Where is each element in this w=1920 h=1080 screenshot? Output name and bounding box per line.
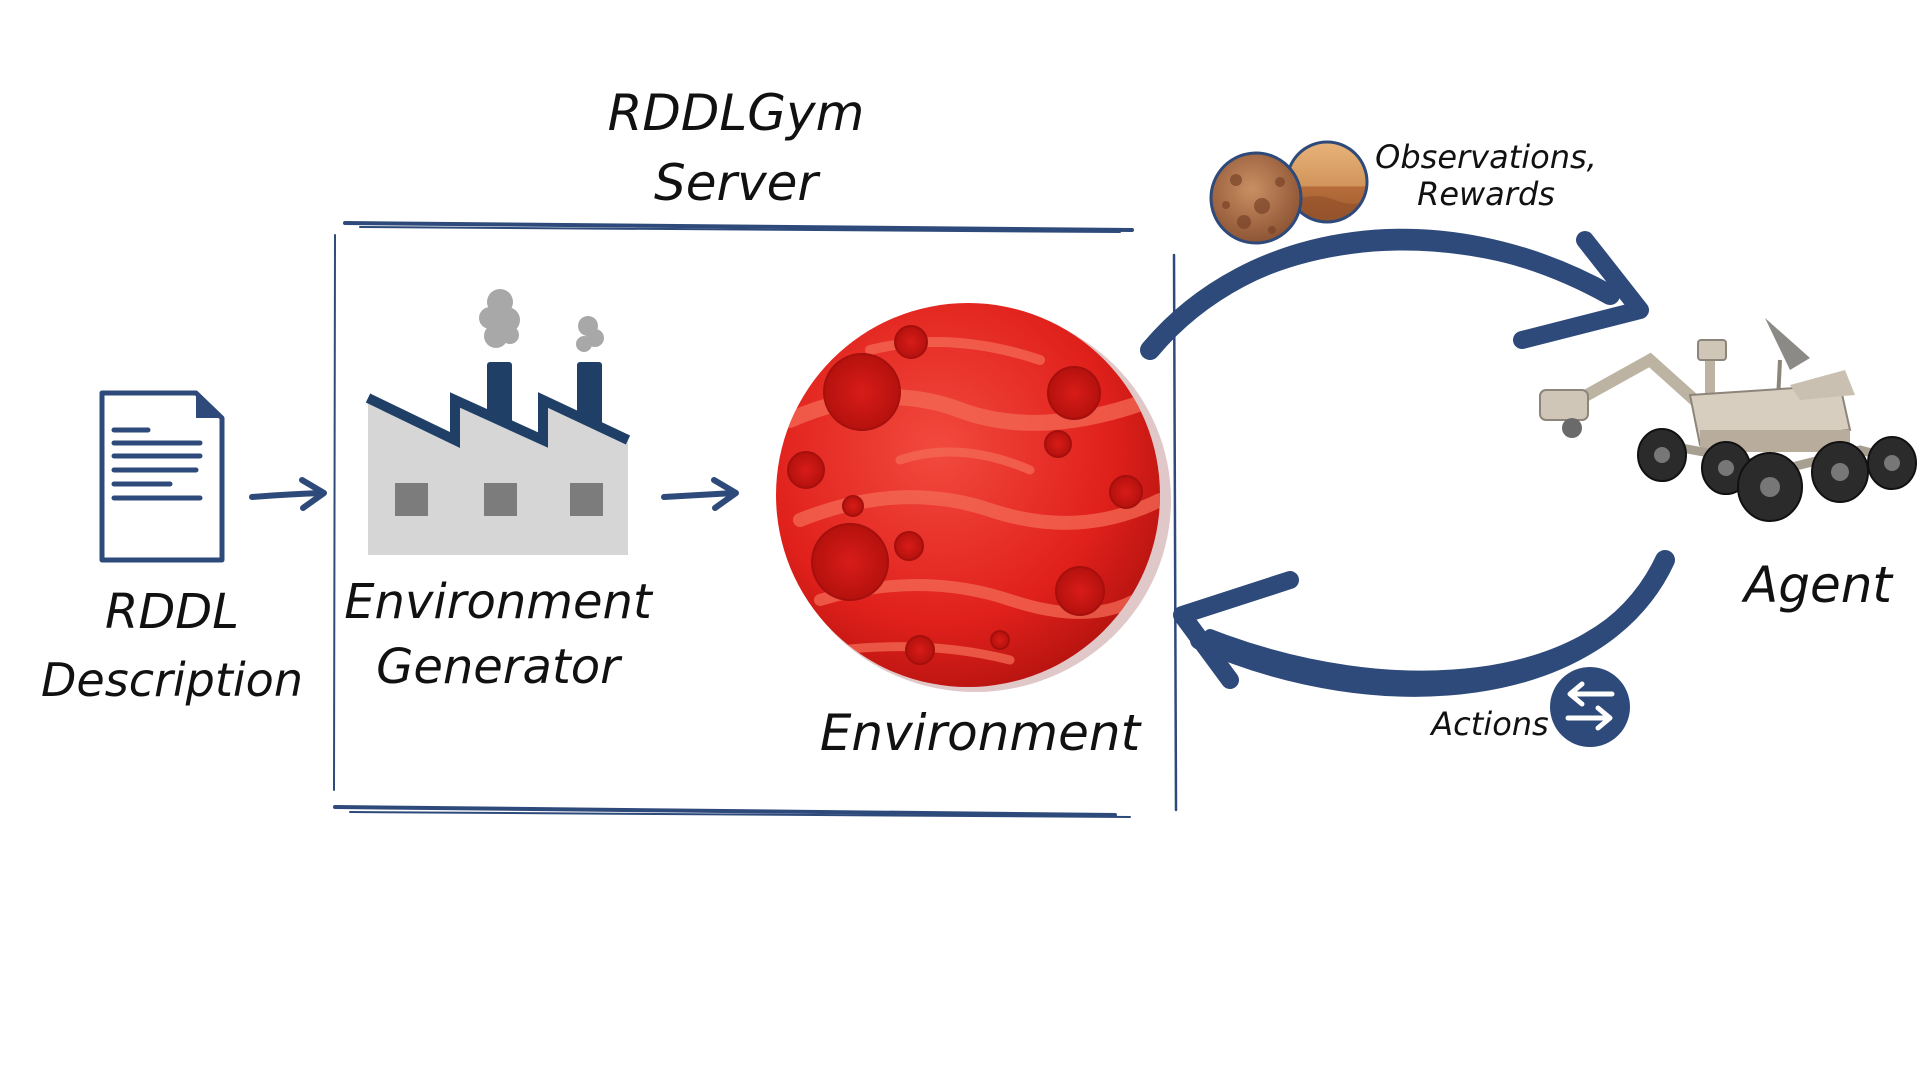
environment-generator-node: Environment Generator — [344, 289, 654, 695]
document-icon — [99, 390, 225, 563]
observations-rewards-label: Observations, Rewards — [1375, 138, 1597, 213]
rddl-description-node: RDDL Description — [41, 390, 303, 707]
environment-label: Environment — [820, 704, 1143, 762]
observation-thumbnails — [1209, 140, 1369, 245]
rover-icon — [1539, 318, 1917, 522]
environment-generator-line1: Environment — [344, 574, 654, 630]
actions-label: Actions — [1429, 705, 1548, 743]
factory-icon — [365, 289, 631, 555]
planet-surface-thumbnail-1 — [1209, 151, 1303, 245]
agent-label: Agent — [1741, 556, 1894, 614]
actions-badge — [1550, 667, 1630, 747]
arrow-description-to-generator — [249, 477, 327, 511]
environment-node: Environment — [776, 303, 1171, 762]
smoke-icon — [479, 289, 604, 352]
observations-rewards-line1: Observations, — [1375, 138, 1597, 176]
swap-arrows-icon — [1550, 667, 1630, 747]
observations-rewards-line2: Rewards — [1417, 175, 1555, 213]
rddl-description-line2: Description — [41, 653, 303, 707]
agent-node: Agent — [1539, 318, 1917, 614]
server-title-line1: RDDLGym — [608, 84, 865, 142]
server-title-line2: Server — [654, 154, 821, 212]
server-box — [333, 221, 1178, 818]
arrow-generator-to-environment — [661, 477, 739, 511]
environment-generator-line2: Generator — [376, 639, 623, 695]
arrow-observations-rewards — [1140, 228, 1649, 360]
rddl-description-line1: RDDL — [105, 584, 239, 640]
planet-icon — [776, 303, 1171, 692]
server-title: RDDLGym Server — [608, 84, 865, 212]
arrow-actions — [1173, 550, 1675, 697]
